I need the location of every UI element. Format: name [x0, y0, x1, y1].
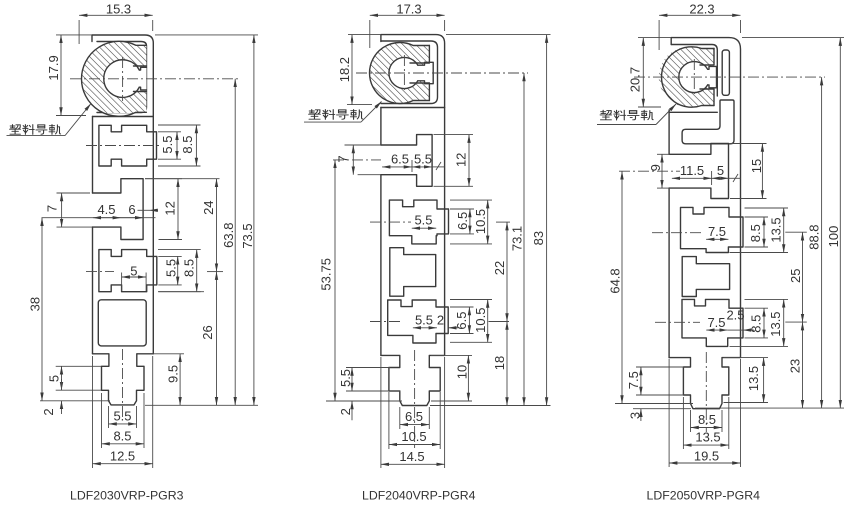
svg-text:73.5: 73.5: [240, 223, 255, 248]
svg-text:6.5: 6.5: [405, 409, 423, 424]
svg-text:5.5: 5.5: [113, 409, 131, 424]
svg-text:5: 5: [130, 263, 137, 278]
svg-text:8.5: 8.5: [113, 429, 131, 444]
svg-text:13.5: 13.5: [768, 311, 783, 336]
svg-text:3: 3: [628, 412, 643, 419]
svg-text:64.8: 64.8: [608, 268, 623, 293]
svg-text:12: 12: [453, 153, 468, 167]
svg-text:LDF2040VRP-PGR4: LDF2040VRP-PGR4: [362, 489, 476, 503]
svg-text:8.5: 8.5: [748, 224, 763, 242]
svg-text:5.5: 5.5: [414, 213, 432, 228]
svg-text:6: 6: [128, 202, 135, 217]
svg-text:7.5: 7.5: [708, 224, 726, 239]
svg-text:23: 23: [788, 359, 803, 373]
svg-text:17.9: 17.9: [46, 55, 61, 80]
svg-text:10: 10: [455, 365, 470, 379]
svg-text:7.5: 7.5: [707, 315, 725, 330]
svg-text:5.5: 5.5: [160, 136, 175, 154]
svg-text:14.5: 14.5: [399, 449, 424, 464]
svg-text:19.5: 19.5: [694, 449, 719, 464]
svg-text:7.5: 7.5: [626, 371, 641, 389]
svg-text:73.1: 73.1: [509, 226, 524, 251]
svg-text:6.5: 6.5: [454, 312, 469, 330]
svg-text:8.5: 8.5: [182, 259, 197, 277]
svg-text:88.8: 88.8: [806, 224, 821, 249]
svg-text:63.8: 63.8: [221, 223, 236, 248]
svg-text:22: 22: [492, 261, 507, 275]
svg-text:13.5: 13.5: [746, 366, 761, 391]
svg-text:24: 24: [201, 200, 216, 214]
svg-text:9.5: 9.5: [165, 365, 180, 383]
svg-text:4.5: 4.5: [97, 202, 115, 217]
svg-text:2.5: 2.5: [726, 308, 744, 323]
svg-text:13.5: 13.5: [695, 430, 720, 445]
svg-text:12.5: 12.5: [110, 448, 135, 463]
svg-text:LDF2030VRP-PGR3: LDF2030VRP-PGR3: [70, 489, 184, 503]
svg-text:13.5: 13.5: [769, 217, 784, 242]
svg-text:5: 5: [47, 375, 62, 382]
svg-text:10.5: 10.5: [473, 308, 488, 333]
svg-text:9: 9: [648, 164, 663, 171]
svg-text:17.3: 17.3: [396, 1, 421, 16]
svg-text:5.5: 5.5: [415, 313, 433, 328]
svg-text:83: 83: [531, 231, 546, 245]
svg-text:2: 2: [338, 408, 353, 415]
svg-text:38: 38: [28, 297, 43, 311]
svg-text:5.5: 5.5: [163, 259, 178, 277]
svg-text:2: 2: [437, 313, 444, 328]
svg-text:12: 12: [162, 201, 177, 215]
svg-text:20.7: 20.7: [628, 67, 643, 92]
svg-text:5: 5: [717, 163, 724, 178]
svg-text:7: 7: [336, 155, 351, 162]
svg-text:5.5: 5.5: [338, 369, 353, 387]
svg-text:53.75: 53.75: [319, 258, 334, 291]
svg-text:18.2: 18.2: [337, 57, 352, 82]
svg-text:5.5: 5.5: [414, 152, 432, 167]
svg-text:15: 15: [749, 159, 764, 173]
svg-text:6.5: 6.5: [455, 212, 470, 230]
svg-text:LDF2050VRP-PGR4: LDF2050VRP-PGR4: [647, 489, 761, 503]
svg-text:25: 25: [788, 268, 803, 282]
svg-text:7: 7: [45, 205, 60, 212]
svg-text:10.5: 10.5: [473, 209, 488, 234]
svg-text:8.5: 8.5: [180, 136, 195, 154]
svg-text:18: 18: [492, 356, 507, 370]
svg-text:8.5: 8.5: [698, 412, 716, 427]
svg-text:6.5: 6.5: [391, 152, 409, 167]
svg-text:11.5: 11.5: [680, 163, 704, 178]
svg-text:8.5: 8.5: [748, 315, 763, 333]
svg-text:22.3: 22.3: [689, 1, 714, 16]
svg-text:15.3: 15.3: [106, 1, 131, 16]
svg-text:2: 2: [41, 408, 56, 415]
svg-text:10.5: 10.5: [401, 429, 426, 444]
svg-text:100: 100: [826, 226, 841, 248]
svg-text:26: 26: [200, 325, 215, 339]
